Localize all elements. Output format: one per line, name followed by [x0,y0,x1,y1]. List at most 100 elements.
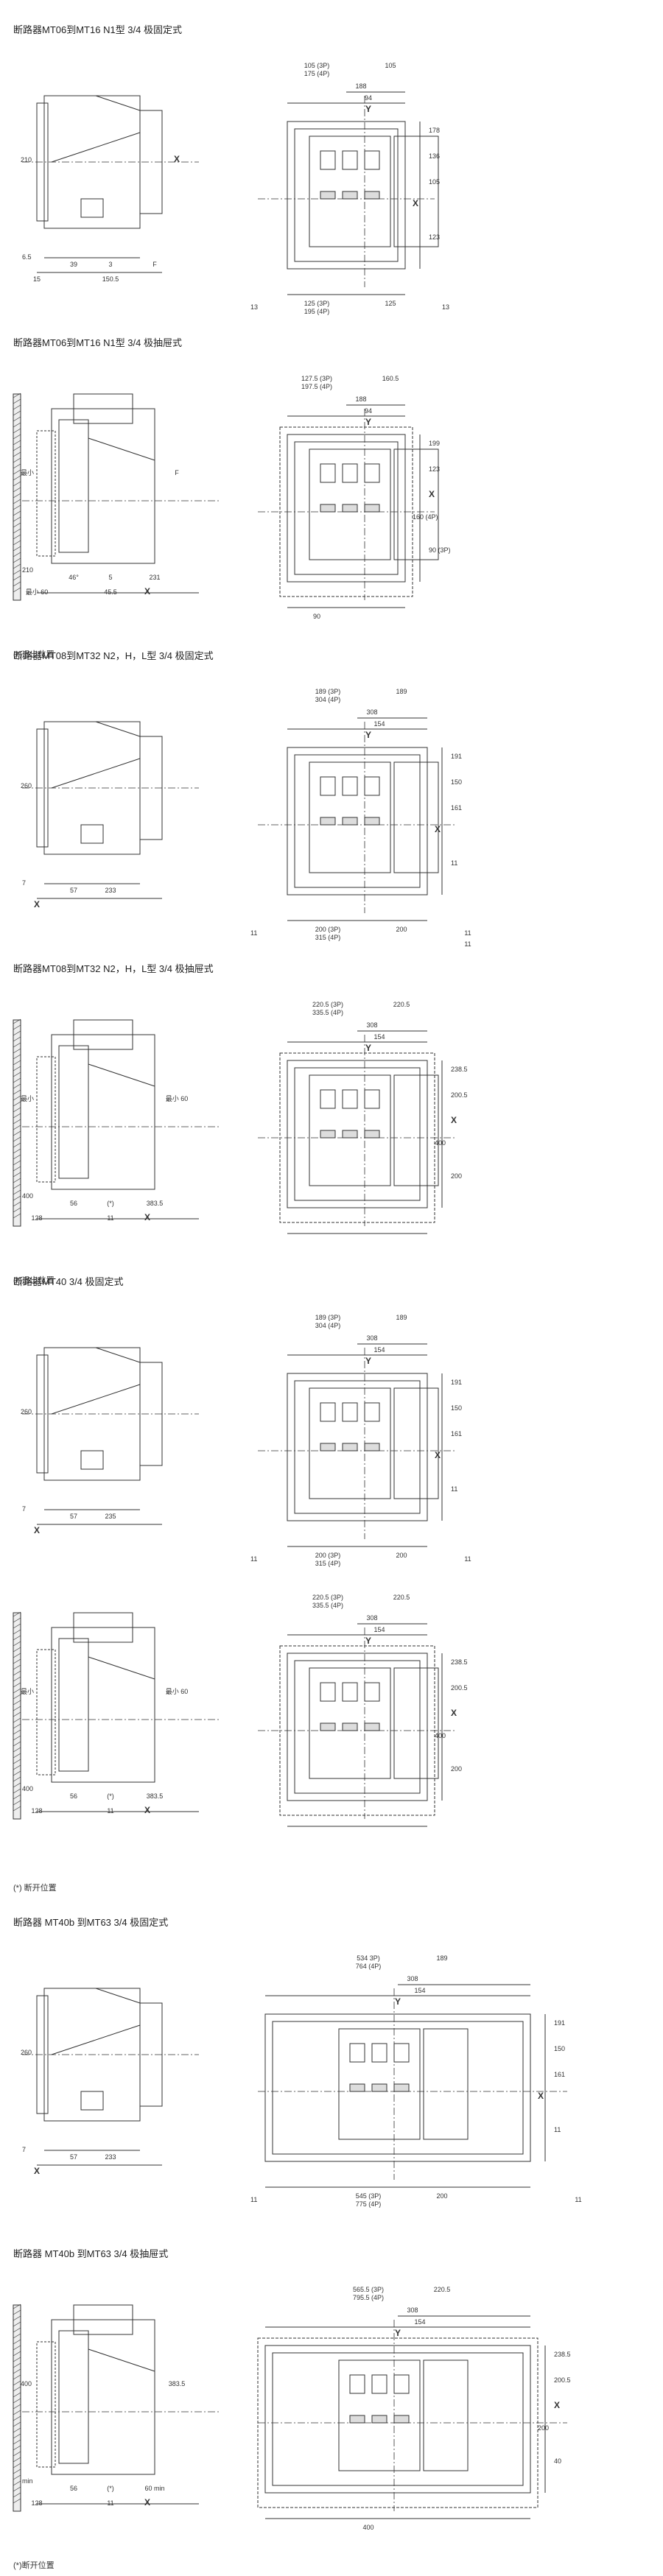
front-label-4: 154 [373,1346,385,1354]
side-label-5: 11 [107,2499,113,2507]
side-label-7: 最小 60 [166,1095,189,1102]
front-label-6: 178 [429,127,440,134]
side-label-0: 最小 [21,1688,34,1695]
front-label-15: 11 [575,2196,581,2203]
front-label-7: 136 [429,152,440,160]
front-label-11: 400 [362,2524,373,2531]
front-label-4: 94 [365,94,372,102]
front-label-13: 200 [436,2192,447,2200]
front-label-10: X [435,1450,441,1460]
front-label-9: 11 [451,859,457,867]
side-label-3: 3 [108,261,112,268]
side-label-0: 400 [21,2380,32,2387]
front-label-0: 105 (3P) [304,62,330,69]
front-label-3: 188 [355,82,366,90]
side-label-6: F [152,261,157,268]
front-label-7: 150 [451,1404,462,1412]
section-title: 断路器MT06到MT16 N1型 3/4 极抽屉式 [13,337,182,348]
side-label-2: 56 [70,1792,77,1800]
front-label-5: Y [365,730,371,740]
front-label-0: 534 3P) [357,1954,380,1962]
side-label-0: 260 [21,782,32,789]
section-title: 断路器MT08到MT32 N2，H，L型 3/4 极固定式 [13,650,214,661]
front-label-5: Y [365,1356,371,1366]
front-label-2: 220.5 [393,1594,410,1601]
front-label-5: Y [365,1043,371,1053]
side-label-1: 7 [22,1505,26,1513]
side-label-2: 39 [70,261,77,268]
front-label-5: Y [365,104,371,114]
front-label-5: Y [395,2328,401,2338]
side-label-2: 57 [70,2153,77,2161]
front-label-7: 150 [554,2045,565,2052]
front-label-8: X [451,1115,457,1125]
side-label-4: 128 [31,2499,42,2507]
side-label-6: 60 min [144,2485,164,2492]
side-label-1: 7 [22,879,26,887]
front-label-10: 200 [538,2424,549,2432]
front-label-14: 11 [250,929,257,937]
front-label-8: X [429,489,435,499]
front-label-12: 315 (4P) [315,934,341,941]
side-label-3: (*) [107,1792,114,1800]
side-label-5: 11 [107,1807,113,1815]
front-label-4: 154 [373,1626,385,1633]
front-label-0: 127.5 (3P) [301,375,332,382]
front-label-1: 335.5 (4P) [312,1009,343,1016]
front-label-0: 220.5 (3P) [312,1594,343,1601]
front-label-11: 200 (3P) [315,926,341,933]
front-label-10: 400 [435,1732,446,1739]
side-label-7: F [175,469,179,476]
side-label-5: 45.5 [104,588,117,596]
front-label-5: Y [365,417,371,427]
side-label-5: 150.5 [102,275,119,283]
section-title: 断路器MT40 3/4 极固定式 [13,1276,124,1287]
front-label-1: 795.5 (4P) [353,2294,384,2301]
front-label-2: 105 [385,62,396,69]
front-label-1: 304 (4P) [315,696,341,703]
front-label-7: 200.5 [451,1091,468,1099]
front-label-8: X [451,1708,457,1718]
front-label-8: X [554,2400,560,2410]
front-label-9: 40 [554,2457,561,2465]
front-label-13: 200 [396,1552,407,1559]
side-label-4: X [34,1525,40,1535]
side-label-0: 最小 [21,469,34,476]
front-label-1: 175 (4P) [304,70,330,77]
front-view-drawing: 105 (3P)175 (4P)10518894Y178136105123X12… [250,62,449,315]
front-label-7: 200.5 [554,2376,571,2384]
front-label-3: 308 [366,1334,377,1342]
side-label-6: 383.5 [147,1200,164,1207]
front-label-1: 335.5 (4P) [312,1602,343,1609]
front-label-6: 238.5 [554,2351,571,2358]
front-label-12: 315 (4P) [315,1560,341,1567]
front-label-0: 189 (3P) [315,688,341,695]
front-label-14: 11 [250,1555,257,1563]
position-note: (*) 断开位置 [13,1884,57,1893]
front-label-9: 200 [451,1765,462,1773]
side-label-1: 7 [22,2146,26,2153]
front-label-15: 13 [442,303,449,311]
side-label-8: X [144,586,150,597]
front-label-9: 90 (3P) [429,546,451,554]
front-label-10: 160 (4P) [413,513,438,521]
side-label-2: 46° [69,574,79,581]
front-label-3: 308 [366,1021,377,1029]
front-label-12: 775 (4P) [356,2200,382,2208]
front-label-2: 189 [396,1314,407,1321]
front-label-12: 195 (4P) [304,308,330,315]
side-label-3: 5 [108,574,112,581]
section-title: 断路器 MT40b 到MT63 3/4 极抽屉式 [13,2248,169,2259]
side-label-0: 260 [21,2049,32,2056]
front-label-6: 191 [451,1379,462,1386]
front-label-11: 545 (3P) [356,2192,382,2200]
section-title: 断路器MT06到MT16 N1型 3/4 极固定式 [13,24,182,35]
side-label-3: (*) [107,2485,114,2492]
front-label-7: 150 [451,778,462,786]
side-label-0: 最小 [21,1095,34,1102]
